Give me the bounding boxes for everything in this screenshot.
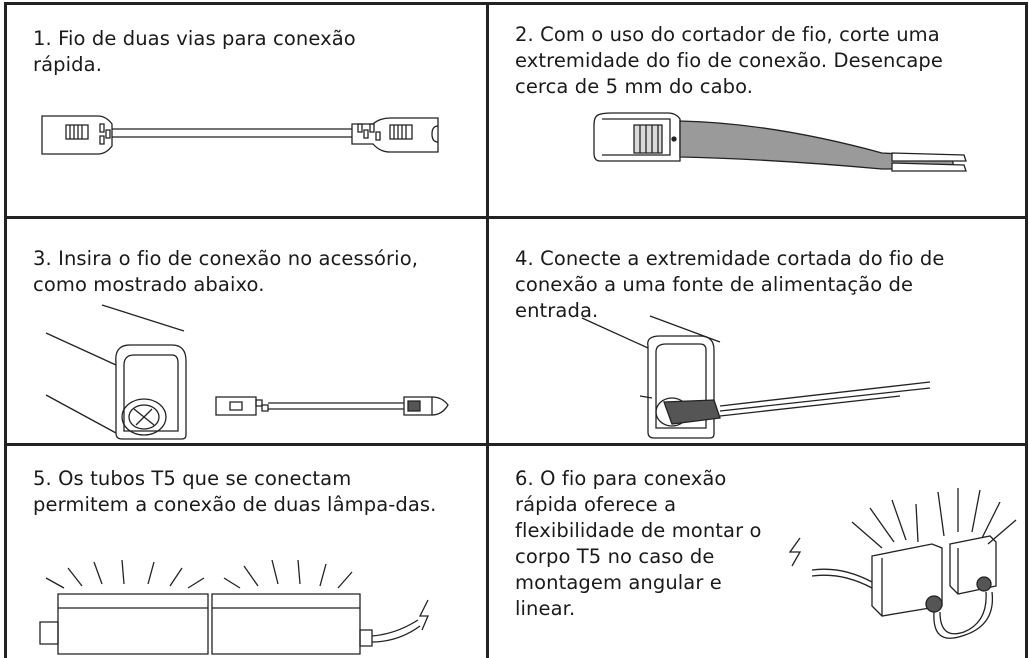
two-way-connector-wire-illustration xyxy=(40,112,445,158)
step-3-text: 3. Insira o fio de conexão no acessório,… xyxy=(33,247,419,296)
step-4-text: 4. Conecte a extremidade cortada do fio … xyxy=(515,247,945,322)
grid-line-right xyxy=(1025,2,1028,658)
step-1-text: 1. Fio de duas vias para conexão rápida. xyxy=(33,27,356,76)
angular-mount-illustration xyxy=(782,486,1022,656)
step-6-text: 6. O fio para conexão rápida oferece a f… xyxy=(515,467,762,620)
grid-line-row2 xyxy=(4,443,1026,446)
two-linked-t5-tubes-illustration xyxy=(36,560,456,656)
grid-line-top xyxy=(4,2,1026,5)
step-5-text: 5. Os tubos T5 que se conectam permitem … xyxy=(33,467,437,516)
grid-line-row1 xyxy=(4,216,1026,219)
stripped-cable-illustration xyxy=(592,105,972,185)
grid-line-middle xyxy=(486,2,489,658)
wire-into-fixture-illustration xyxy=(44,305,454,440)
cable-to-power-source-illustration xyxy=(580,316,940,441)
grid-line-left xyxy=(4,2,7,658)
step-2-text: 2. Com o uso do cortador de fio, corte u… xyxy=(515,23,943,98)
